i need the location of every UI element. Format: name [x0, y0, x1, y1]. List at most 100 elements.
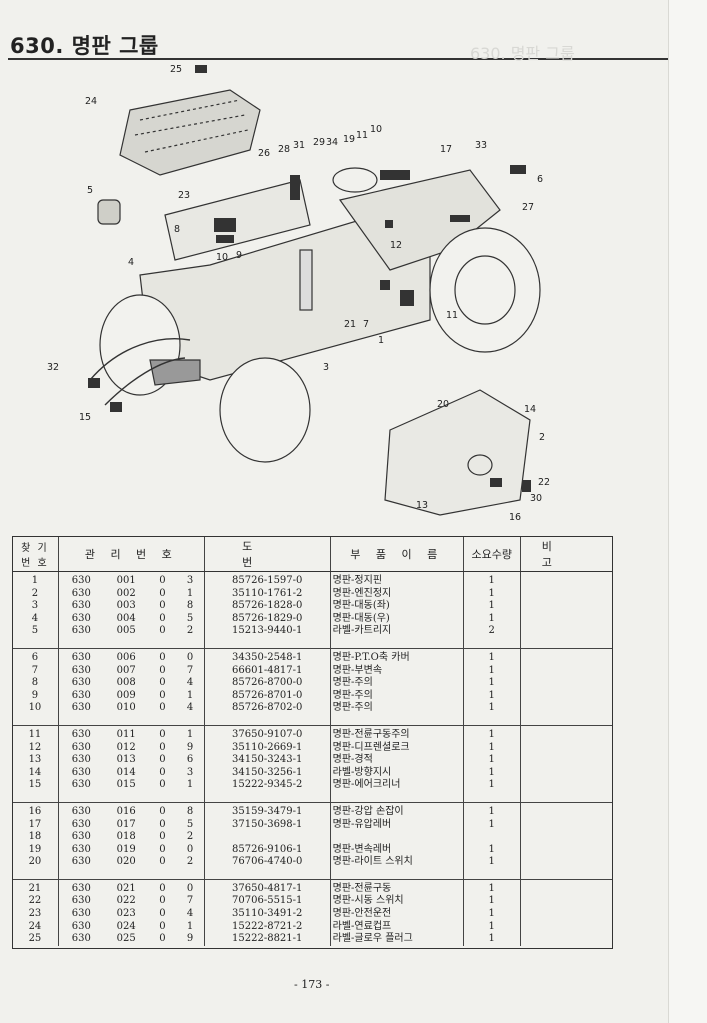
group-separator [12, 868, 613, 880]
separator-cell [203, 791, 331, 803]
mgmt-4: 1 [186, 779, 194, 791]
separator-cell [519, 714, 613, 726]
mgmt-4: 3 [186, 575, 194, 586]
mgmt-4: 8 [186, 805, 194, 817]
mgmt-1: 630 [57, 725, 104, 742]
remark [519, 648, 613, 665]
separator-cell [103, 868, 149, 880]
separator-cell [519, 791, 613, 803]
remark [519, 625, 613, 638]
separator-cell [462, 791, 521, 803]
drawing-no: 34150-3243-1 [203, 754, 331, 767]
mgmt-4: 5 [186, 818, 194, 830]
mgmt-1: 630 [57, 831, 104, 844]
separator-cell [203, 868, 331, 880]
rear-wheel [429, 227, 541, 353]
remark [519, 702, 613, 715]
ref-no: 5 [31, 625, 39, 637]
ref-no: 25 [28, 933, 42, 945]
separator-cell [148, 714, 177, 726]
mgmt-1: 630 [57, 587, 104, 601]
drawing-no: 35110-2669-1 [203, 741, 331, 755]
group-separator [12, 791, 613, 803]
mgmt-3: 0 [159, 612, 166, 624]
drawing-no [203, 831, 331, 844]
quantity: 1 [462, 818, 521, 832]
drawing-no: 70706-5515-1 [203, 895, 331, 909]
ref-no: 22 [28, 895, 42, 907]
quantity: 1 [462, 920, 521, 934]
remark [519, 908, 613, 921]
ref-no: 13 [28, 754, 42, 766]
callout-number: 19 [343, 134, 355, 145]
quantity: 1 [462, 908, 521, 921]
separator-cell [12, 714, 59, 726]
mgmt-1: 630 [57, 677, 104, 690]
mgmt-1: 630 [57, 856, 104, 869]
quantity: 1 [462, 677, 521, 690]
page-number: - 173 - [294, 978, 330, 991]
callout-number: 4 [128, 257, 134, 268]
separator-cell [462, 637, 521, 649]
mgmt-2: 007 [116, 664, 136, 676]
part-name: 명판-전륜구동주의 [329, 725, 464, 742]
ref-no: 19 [28, 843, 42, 855]
callout-number: 30 [530, 493, 542, 504]
mgmt-2: 002 [116, 587, 136, 599]
callout-number: 23 [178, 190, 190, 201]
mgmt-3: 0 [159, 831, 166, 843]
ref-no: 15 [28, 779, 42, 791]
part-name: 라벨-카트리지 [329, 625, 464, 638]
ref-no: 18 [28, 831, 42, 843]
mgmt-1: 630 [57, 766, 104, 780]
part-name: 명판-경적 [329, 754, 464, 767]
remark [519, 831, 613, 844]
drawing-no: 15222-9345-2 [203, 779, 331, 792]
quantity: 1 [462, 612, 521, 626]
mgmt-3: 0 [159, 600, 166, 612]
drawing-no: 85726-9106-1 [203, 843, 331, 857]
quantity [462, 831, 521, 844]
ref-no: 9 [31, 689, 39, 701]
mgmt-3: 0 [159, 882, 166, 894]
remark [519, 920, 613, 934]
remark [519, 818, 613, 832]
callout-number: 14 [524, 404, 536, 415]
separator-cell [148, 637, 177, 649]
quantity: 1 [462, 571, 521, 588]
header-drawing: 도 번 [203, 536, 331, 572]
quantity: 1 [462, 802, 521, 819]
drawing-no: 35159-3479-1 [203, 802, 331, 819]
remark [519, 664, 613, 678]
remark [519, 779, 613, 792]
mgmt-2: 019 [116, 843, 136, 855]
drawing-no: 35110-1761-2 [203, 587, 331, 601]
mgmt-4: 2 [186, 625, 194, 637]
mgmt-1: 630 [57, 920, 104, 934]
mgmt-1: 630 [57, 612, 104, 626]
callout-number: 20 [437, 399, 449, 410]
drawing-no: 15222-8821-1 [203, 933, 331, 946]
mgmt-3: 0 [159, 664, 166, 676]
callout-number: 5 [87, 185, 93, 196]
drawing-no: 85726-1828-0 [203, 600, 331, 613]
mgmt-1: 630 [57, 754, 104, 767]
separator-cell [176, 637, 205, 649]
mgmt-1: 630 [57, 779, 104, 792]
quantity: 1 [462, 664, 521, 678]
quantity: 1 [462, 879, 521, 896]
mgmt-2: 016 [116, 805, 136, 817]
separator-cell [57, 714, 104, 726]
mgmt-2: 004 [116, 612, 136, 624]
callout-number: 21 [344, 319, 356, 330]
separator-cell [203, 637, 331, 649]
quantity: 1 [462, 600, 521, 613]
mgmt-1: 630 [57, 802, 104, 819]
part-name: 명판-유압레버 [329, 818, 464, 832]
